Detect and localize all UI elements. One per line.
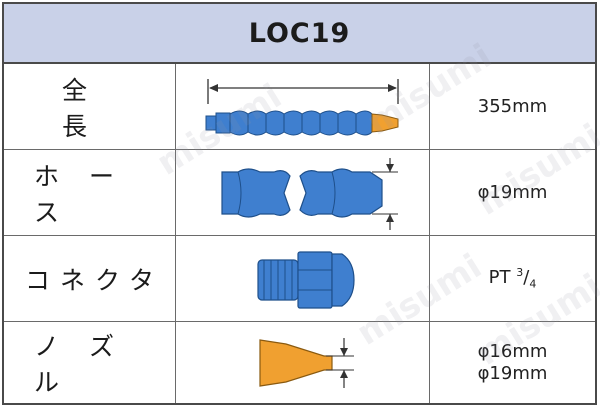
- spec-table: LOC19 全 長: [2, 2, 597, 405]
- nozzle-diagram-icon: [259, 338, 354, 388]
- table-row-full-length: 全 長: [4, 64, 595, 150]
- row-value-full-length: 355mm: [477, 95, 548, 117]
- row-label-hose: ホース: [34, 161, 145, 227]
- table-row-connector: コネクタ PT 3/4: [4, 236, 595, 322]
- row-value-nozzle-1: φ16mm: [477, 340, 548, 362]
- table-header: LOC19: [4, 4, 595, 64]
- connector-diagram-icon: [257, 251, 355, 309]
- table-row-hose: ホース φ19mm: [4, 150, 595, 236]
- row-value-nozzle-2: φ19mm: [477, 362, 548, 384]
- image-cell: [176, 236, 430, 321]
- full-length-hose-diagram-icon: [205, 79, 399, 136]
- hose-segment-diagram-icon: [221, 158, 398, 230]
- value-cell: φ19mm: [430, 150, 595, 235]
- table-row-nozzle: ノズル φ16mm φ19mm: [4, 322, 595, 403]
- row-value-hose: φ19mm: [477, 181, 548, 203]
- connector-denominator: 4: [529, 277, 537, 291]
- row-value-connector: PT 3/4: [489, 262, 537, 296]
- connector-numerator: 3: [516, 265, 524, 279]
- value-cell: φ16mm φ19mm: [430, 322, 595, 403]
- label-cell: コネクタ: [4, 236, 176, 321]
- label-cell: ノズル: [4, 322, 176, 403]
- connector-prefix: PT: [488, 266, 517, 288]
- value-cell: PT 3/4: [430, 236, 595, 321]
- row-label-connector: コネクタ: [24, 265, 164, 295]
- image-cell: [176, 150, 430, 235]
- row-label-nozzle: ノズル: [34, 331, 145, 397]
- label-cell: ホース: [4, 150, 176, 235]
- value-cell: 355mm: [430, 64, 595, 149]
- row-label-full-length: 全 長: [62, 75, 146, 141]
- image-cell: [176, 322, 430, 403]
- image-cell: [176, 64, 430, 149]
- product-code-title: LOC19: [248, 17, 351, 49]
- connector-slash: /: [523, 266, 530, 288]
- label-cell: 全 長: [4, 64, 176, 149]
